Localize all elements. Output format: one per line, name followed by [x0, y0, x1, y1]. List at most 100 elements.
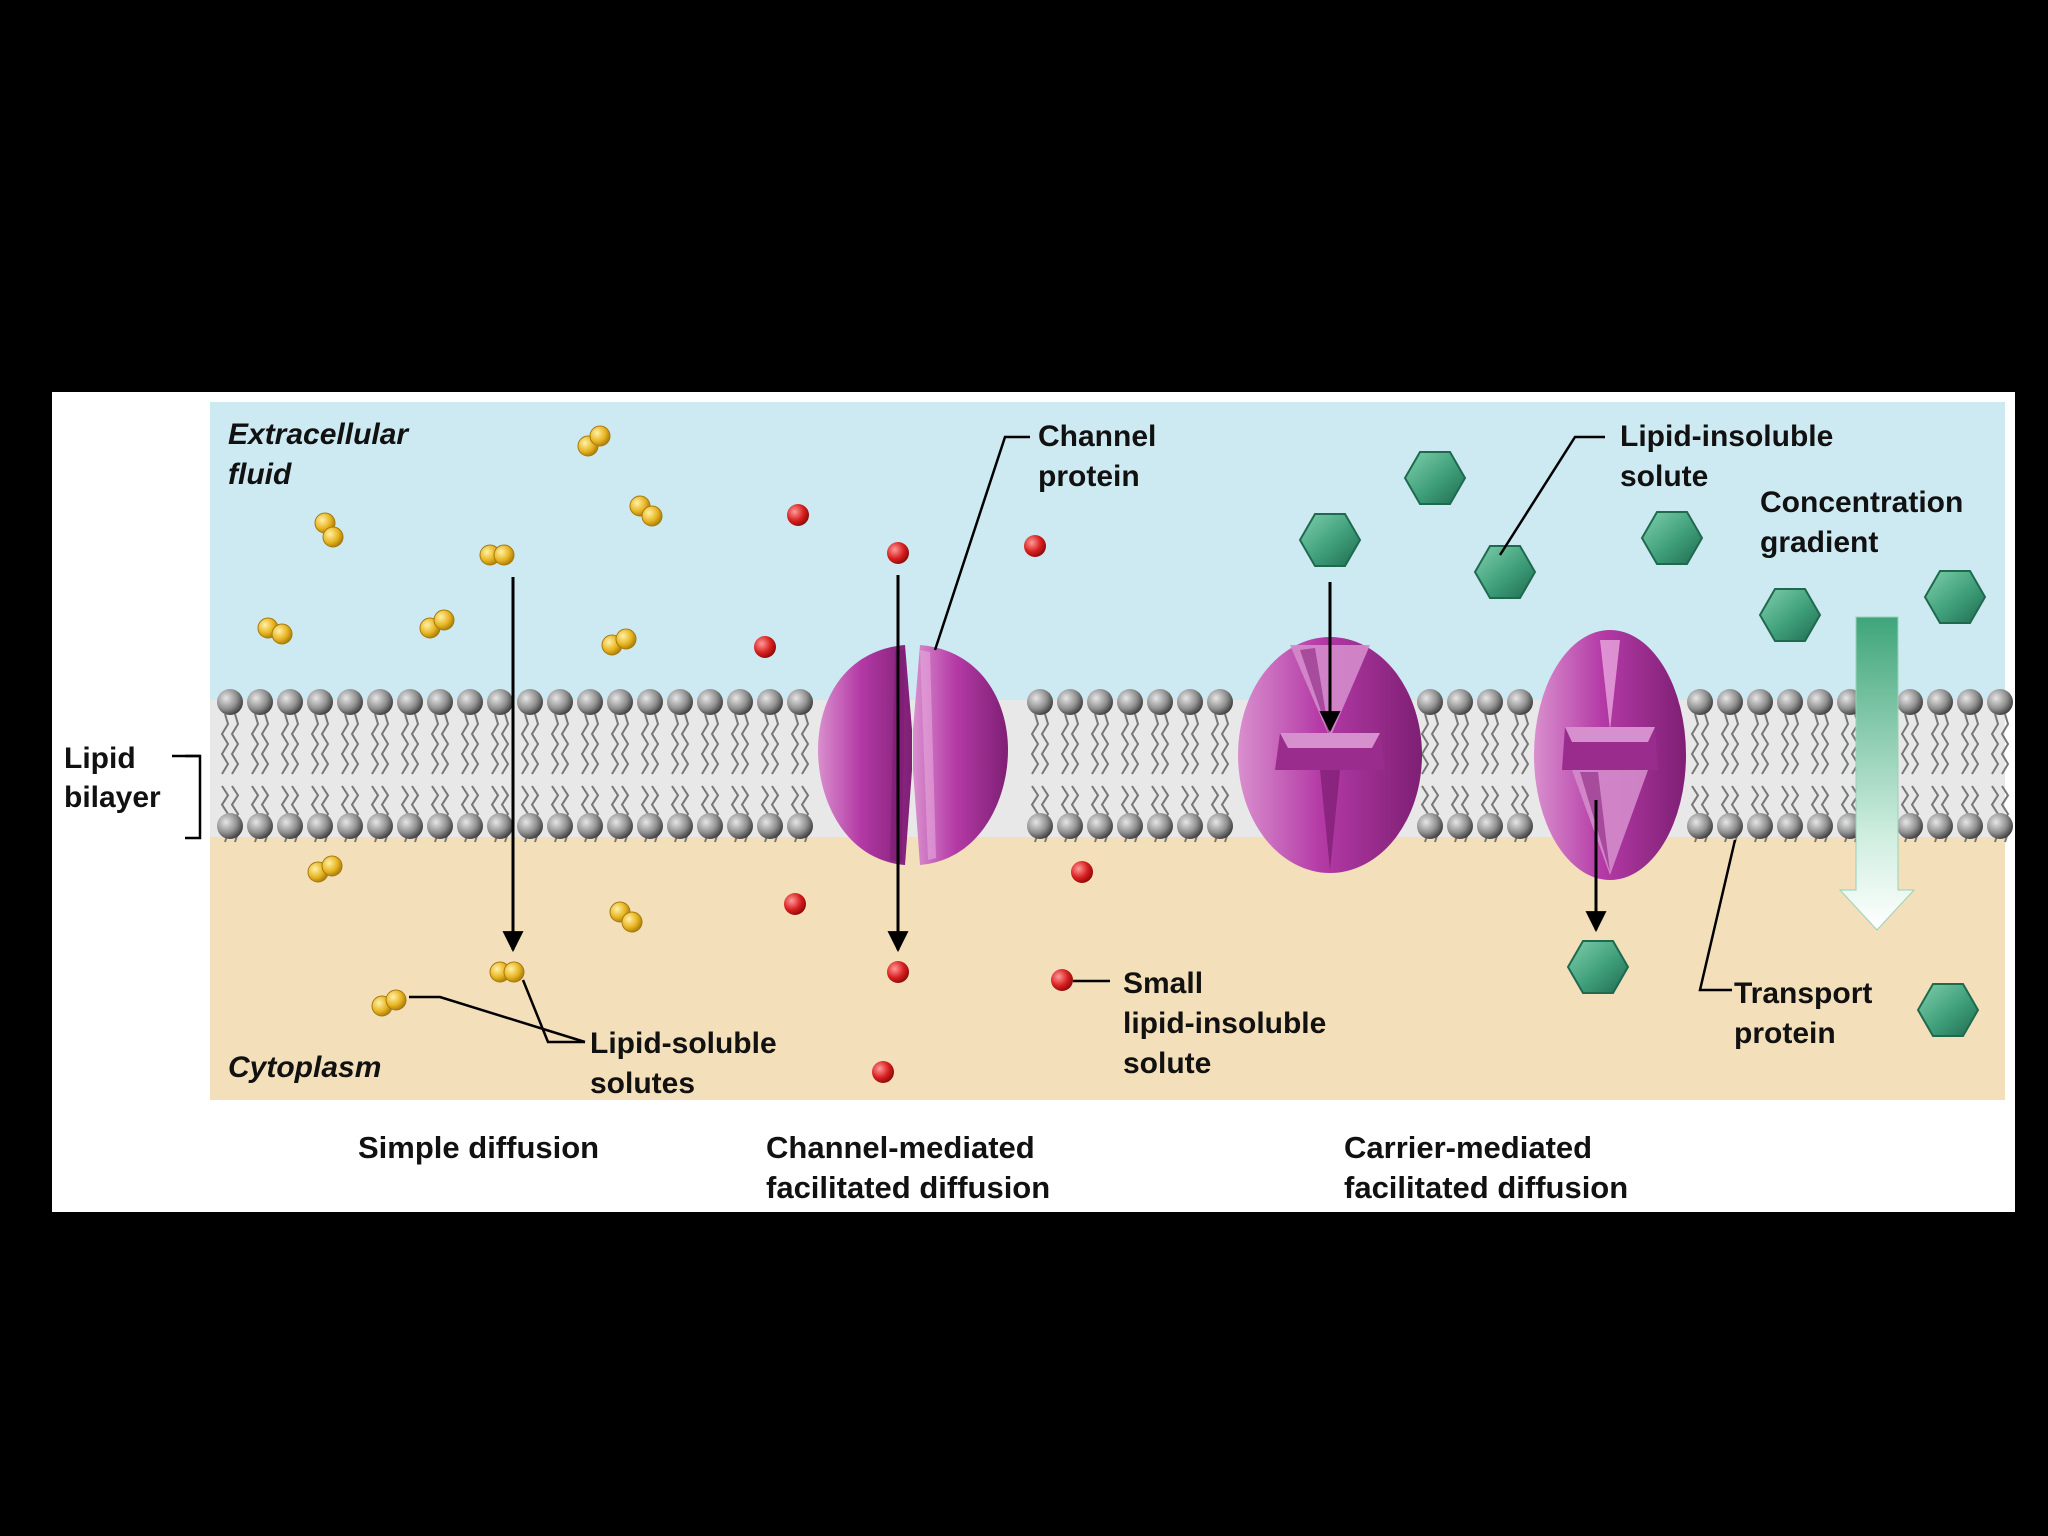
lipid-head: [1927, 813, 1953, 839]
lipid-tail: [1820, 713, 1830, 775]
small-lipid-insoluble-solute: [1024, 535, 1046, 557]
lipid-tail: [1090, 713, 1100, 775]
lipid-tail: [400, 713, 410, 775]
lipid-head: [1477, 689, 1503, 715]
lipid-tail: [1210, 713, 1220, 775]
lipid-tail: [280, 713, 290, 775]
lipid-tail: [1460, 713, 1470, 775]
lipid-head: [1147, 813, 1173, 839]
lipid-tail: [770, 713, 780, 775]
lipid-soluble-solute: [503, 961, 525, 983]
lipid-tail: [230, 713, 240, 775]
lipid-tail: [430, 713, 440, 775]
lipid-tail: [680, 713, 690, 775]
lipid-tail: [610, 713, 620, 775]
small-lipid-insoluble-solute: [787, 504, 809, 526]
lipid-head: [1207, 813, 1233, 839]
lipid-head: [1807, 689, 1833, 715]
lipid-soluble-solute: [615, 628, 637, 650]
concentration-gradient-label-line2: gradient: [1760, 526, 1878, 559]
lipid-head: [457, 813, 483, 839]
lipid-tail: [1930, 713, 1940, 775]
lipid-tail: [590, 713, 600, 775]
lipid-head: [457, 689, 483, 715]
lipid-insoluble-solute-label-line2: solute: [1620, 460, 1708, 493]
lipid-tail: [1970, 713, 1980, 775]
lipid-head: [517, 813, 543, 839]
channel-protein-label: Channel: [1038, 420, 1156, 453]
lipid-head: [1057, 689, 1083, 715]
lipid-soluble-solutes-label: Lipid-soluble: [590, 1027, 777, 1060]
lipid-head: [217, 689, 243, 715]
small-lipid-insoluble-solute-label-line2: lipid-insoluble: [1123, 1007, 1326, 1040]
lipid-bilayer: [217, 689, 2013, 843]
lipid-head: [727, 689, 753, 715]
lipid-head: [247, 813, 273, 839]
lipid-tail: [370, 713, 380, 775]
lipid-tail: [310, 713, 320, 775]
lipid-head: [1987, 689, 2013, 715]
lipid-tail: [1130, 713, 1140, 775]
channel-mediated-caption: Channel-mediated: [766, 1130, 1035, 1165]
lipid-head: [667, 813, 693, 839]
lipid-soluble-solute: [322, 526, 344, 548]
lipid-tail: [380, 713, 390, 775]
lipid-tail: [290, 713, 300, 775]
simple-diffusion-caption: Simple diffusion: [358, 1130, 599, 1165]
lipid-tail: [1450, 713, 1460, 775]
lipid-tail: [220, 713, 230, 775]
lipid-tail: [470, 713, 480, 775]
lipid-head: [1447, 813, 1473, 839]
lipid-head: [1027, 813, 1053, 839]
lipid-insoluble-solute: [1566, 940, 1630, 994]
lipid-insoluble-solute: [1403, 451, 1467, 505]
lipid-tail: [710, 713, 720, 775]
lipid-tail: [340, 713, 350, 775]
lipid-tail: [1520, 713, 1530, 775]
lipid-soluble-solute: [433, 609, 455, 631]
lipid-tail: [1150, 713, 1160, 775]
lipid-head: [1957, 689, 1983, 715]
lipid-tail: [440, 713, 450, 775]
lipid-tail: [350, 713, 360, 775]
lipid-insoluble-solute-label: Lipid-insoluble: [1620, 420, 1833, 453]
lipid-tail: [1420, 713, 1430, 775]
lipid-tail: [1070, 713, 1080, 775]
lipid-head: [577, 689, 603, 715]
lipid-tail: [760, 713, 770, 775]
lipid-tail: [1940, 713, 1950, 775]
lipid-tail: [520, 713, 530, 775]
lipid-head: [1177, 689, 1203, 715]
lipid-head: [337, 813, 363, 839]
lipid-head: [1447, 689, 1473, 715]
lipid-tail: [320, 713, 330, 775]
lipid-head: [637, 689, 663, 715]
lipid-tail: [1480, 713, 1490, 775]
lipid-head: [427, 813, 453, 839]
lipid-head: [1957, 813, 1983, 839]
lipid-tail: [640, 713, 650, 775]
carrier-mediated-caption-line2: facilitated diffusion: [1344, 1170, 1628, 1205]
lipid-head: [1087, 813, 1113, 839]
lipid-bilayer-label-line2: bilayer: [64, 781, 161, 814]
lipid-tail: [1510, 713, 1520, 775]
lipid-tail: [1180, 713, 1190, 775]
lipid-tail: [1430, 713, 1440, 775]
lipid-tail: [650, 713, 660, 775]
lipid-head: [1477, 813, 1503, 839]
small-lipid-insoluble-solutes-group: [754, 504, 1093, 1083]
lipid-tail: [1690, 713, 1700, 775]
lipid-head: [397, 813, 423, 839]
lipid-head: [1807, 813, 1833, 839]
lipid-tail: [1910, 713, 1920, 775]
lipid-head: [697, 689, 723, 715]
lipid-insoluble-solute: [1298, 513, 1362, 567]
lipid-tail: [580, 713, 590, 775]
lipid-head: [787, 689, 813, 715]
lipid-tail: [790, 713, 800, 775]
lipid-head: [487, 689, 513, 715]
lipid-tail: [1780, 713, 1790, 775]
lipid-soluble-solute: [321, 855, 343, 877]
lipid-head: [1117, 689, 1143, 715]
lipid-tail: [1120, 713, 1130, 775]
